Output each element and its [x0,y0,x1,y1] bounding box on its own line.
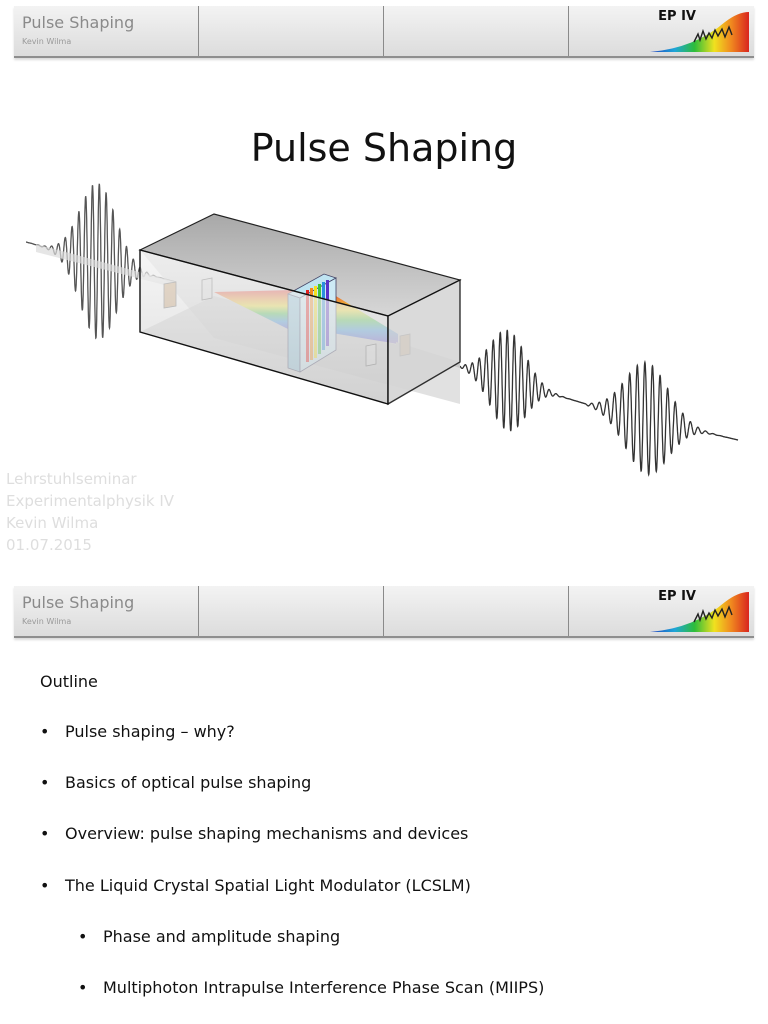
header-cell [384,6,569,56]
meta-date: 01.07.2015 [6,536,92,554]
header-cell [199,6,384,56]
bullet-icon: • [78,927,88,946]
box-side-face [387,278,461,406]
logo-text: EP IV [658,9,696,24]
title-slide: Pulse Shaping Kevin Wilma [6,6,754,556]
bullet-icon: • [40,876,50,895]
header-cell-logo: EP IV [569,586,754,636]
header-author: Kevin Wilma [22,617,72,626]
output-pulse-wave [459,329,587,432]
meta-author: Kevin Wilma [6,514,99,532]
presentation-meta: Lehrstuhlseminar Experimentalphysik IV K… [6,468,174,556]
slide-header: Pulse Shaping Kevin Wilma [14,6,754,58]
header-cell [384,586,569,636]
logo-text: EP IV [658,589,696,604]
ep-iv-logo [650,12,749,52]
header-title: Pulse Shaping [22,593,135,612]
outline-heading: Outline [40,672,98,691]
bullet-icon: • [40,722,50,741]
outline-slide: Pulse Shaping Kevin Wilma [0,580,768,1024]
bullet-icon: • [40,824,50,843]
meta-department: Experimentalphysik IV [6,492,175,510]
slide-title: Pulse Shaping [250,126,518,170]
ep-iv-logo [650,592,749,632]
header-cell-title: Pulse Shaping Kevin Wilma [14,586,199,636]
bullet-icon: • [78,978,88,997]
header-cell-logo: EP IV [569,6,754,56]
header-cell-title: Pulse Shaping Kevin Wilma [14,6,199,56]
bullet-icon: • [40,773,50,792]
pulse-shaper-illustration [26,183,739,477]
header-author: Kevin Wilma [22,37,72,46]
header-cell [199,586,384,636]
output-pulse-wave [585,359,739,477]
slide-header: Pulse Shaping Kevin Wilma [14,586,754,638]
header-title: Pulse Shaping [22,13,135,32]
meta-seminar: Lehrstuhlseminar [6,470,137,488]
